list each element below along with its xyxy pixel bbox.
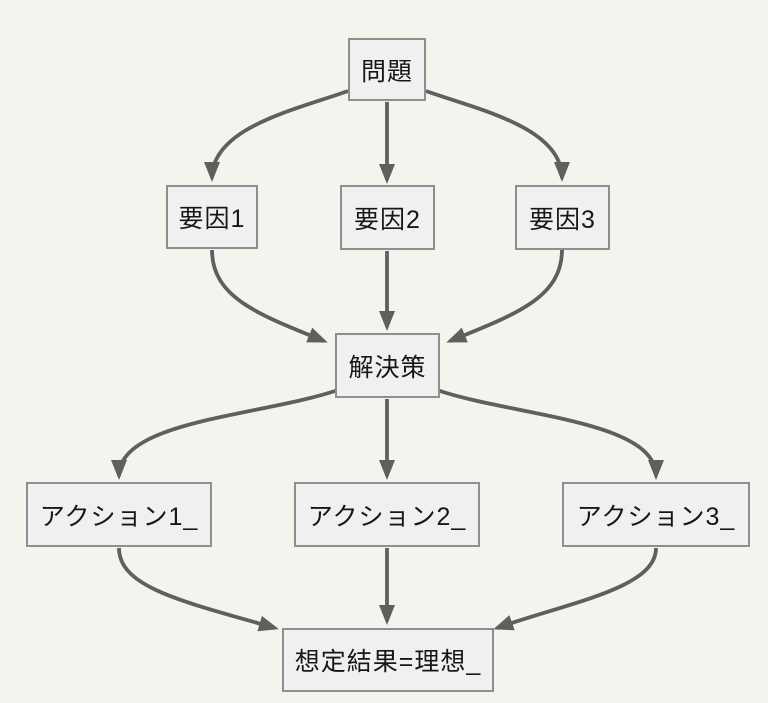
node-factor3: 要因3: [515, 185, 610, 250]
node-problem: 問題: [348, 38, 426, 101]
edge-action3-to-result: [493, 547, 658, 631]
edge-solution-to-action1: [111, 388, 339, 480]
node-result: 想定結果=理想_: [282, 628, 494, 692]
node-solution-label: 解決策: [348, 353, 427, 382]
node-action1: アクション1_: [26, 482, 212, 547]
edge-action1-to-result: [117, 547, 279, 632]
node-factor3-label: 要因3: [529, 205, 596, 234]
node-factor1-label: 要因1: [178, 205, 246, 233]
node-problem-label: 問題: [360, 57, 413, 86]
edge-factor3-to-solution: [446, 249, 564, 343]
node-factor1: 要因1: [166, 185, 258, 249]
node-action1-label: アクション1_: [39, 502, 199, 531]
node-action3-label: アクション3_: [576, 502, 736, 531]
node-action2-label: アクション2_: [307, 502, 467, 531]
edge-problem-to-factor1: [204, 89, 349, 182]
node-action3: アクション3_: [562, 482, 750, 547]
node-solution: 解決策: [335, 333, 440, 398]
node-action2: アクション2_: [294, 482, 480, 547]
node-result-label: 想定結果=理想_: [294, 648, 482, 676]
node-factor2-label: 要因2: [354, 205, 421, 234]
node-factor2: 要因2: [340, 185, 435, 250]
edge-problem-to-factor3: [425, 89, 570, 182]
edge-solution-to-action3: [436, 388, 664, 480]
edge-factor1-to-solution: [210, 249, 328, 343]
